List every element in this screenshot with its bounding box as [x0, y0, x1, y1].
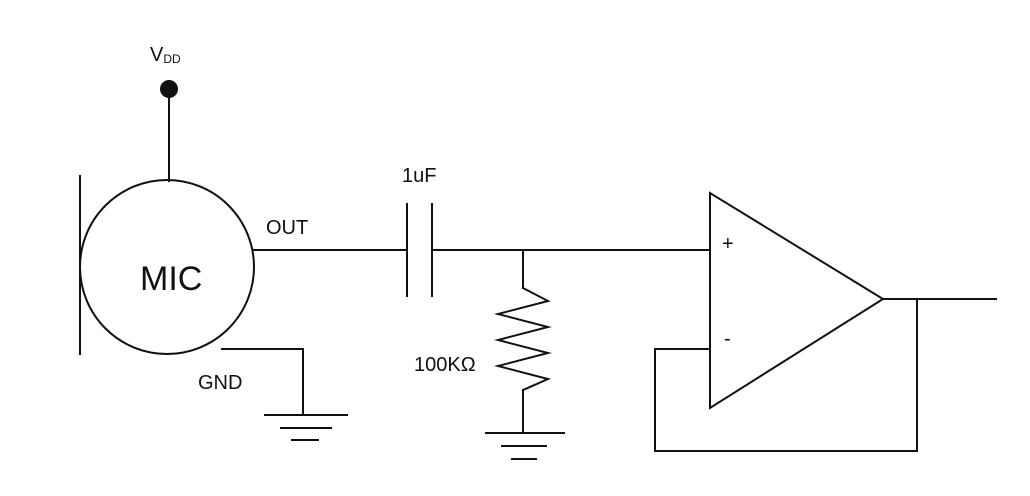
out-label: OUT [266, 217, 308, 239]
vdd-terminal: VDD [150, 44, 181, 182]
capacitor-label: 1uF [402, 165, 436, 187]
mic-label: MIC [140, 260, 202, 298]
feedback-loop-wire [654, 298, 918, 452]
resistor-zigzag [494, 286, 552, 392]
resistor-ground-symbol [485, 432, 565, 460]
capacitor: 1uF [402, 165, 436, 297]
vdd-node-dot [160, 80, 178, 98]
vdd-label: VDD [150, 44, 181, 66]
mic-ground-symbol [264, 414, 348, 441]
mic-body-circle [79, 179, 255, 355]
gnd-wire [221, 348, 304, 416]
microphone: MIC [79, 175, 255, 355]
resistor-label: 100KΩ [414, 354, 476, 376]
gnd-label: GND [198, 372, 242, 394]
resistor: 100KΩ [414, 249, 552, 434]
op-amp-triangle [709, 191, 885, 410]
op-amp-minus-label: - [724, 328, 731, 350]
op-amp-plus-label: + [722, 233, 734, 255]
op-amp: + - [709, 191, 885, 410]
